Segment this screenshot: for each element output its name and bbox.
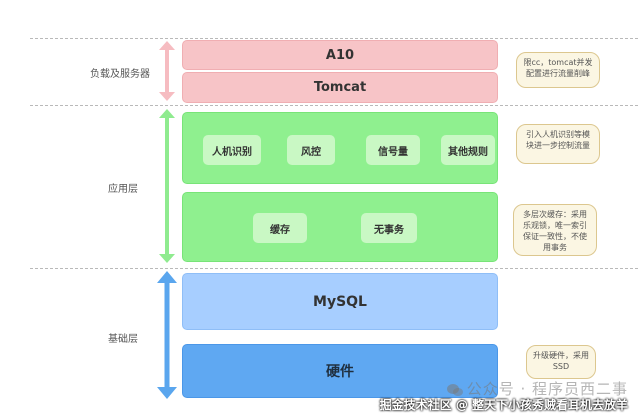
note-lb: 限cc，tomcat并发配置进行流量削峰 [516, 52, 600, 88]
chip-cache: 缓存 [253, 213, 307, 243]
watermark-wechat: 公众号 · 程序员西二事 [446, 378, 628, 399]
divider-lb-app [30, 105, 638, 106]
chip-no-transaction: 无事务 [361, 213, 417, 243]
divider-top [30, 38, 638, 39]
hardware-block: 硬件 [182, 344, 498, 398]
app-cache-block: 缓存 无事务 [182, 192, 498, 262]
note-app-cache: 多层次缓存：采用乐观锁，唯一索引保证一致性，不使用事务 [513, 204, 597, 256]
chip-risk-control: 风控 [287, 135, 335, 165]
mysql-block: MySQL [182, 273, 498, 330]
app-rules-block: 人机识别 风控 信号量 其他规则 [182, 112, 498, 184]
layer-label-app: 应用层 [108, 184, 138, 195]
base-range-arrow [157, 271, 177, 399]
watermark-line1-text: 公众号 · 程序员西二事 [466, 380, 628, 398]
divider-app-base [30, 268, 638, 269]
layer-label-base: 基础层 [108, 334, 138, 345]
chip-semaphore: 信号量 [366, 135, 420, 165]
watermark-juejin: 掘金技术社区 @ 整天下小孩秀贼看耳机去放羊 [379, 398, 628, 412]
chip-captcha: 人机识别 [203, 135, 261, 165]
note-app-rules: 引入人机识别等模块进一步控制流量 [516, 124, 600, 164]
layer-label-lb: 负载及服务器 [90, 69, 150, 80]
chip-other-rules: 其他规则 [441, 135, 495, 165]
lb-range-arrow [159, 41, 175, 101]
a10-block: A10 [182, 40, 498, 70]
app-range-arrow [159, 109, 175, 263]
note-base: 升级硬件，采用SSD [526, 345, 596, 379]
tomcat-block: Tomcat [182, 72, 498, 103]
wechat-icon [446, 383, 463, 396]
